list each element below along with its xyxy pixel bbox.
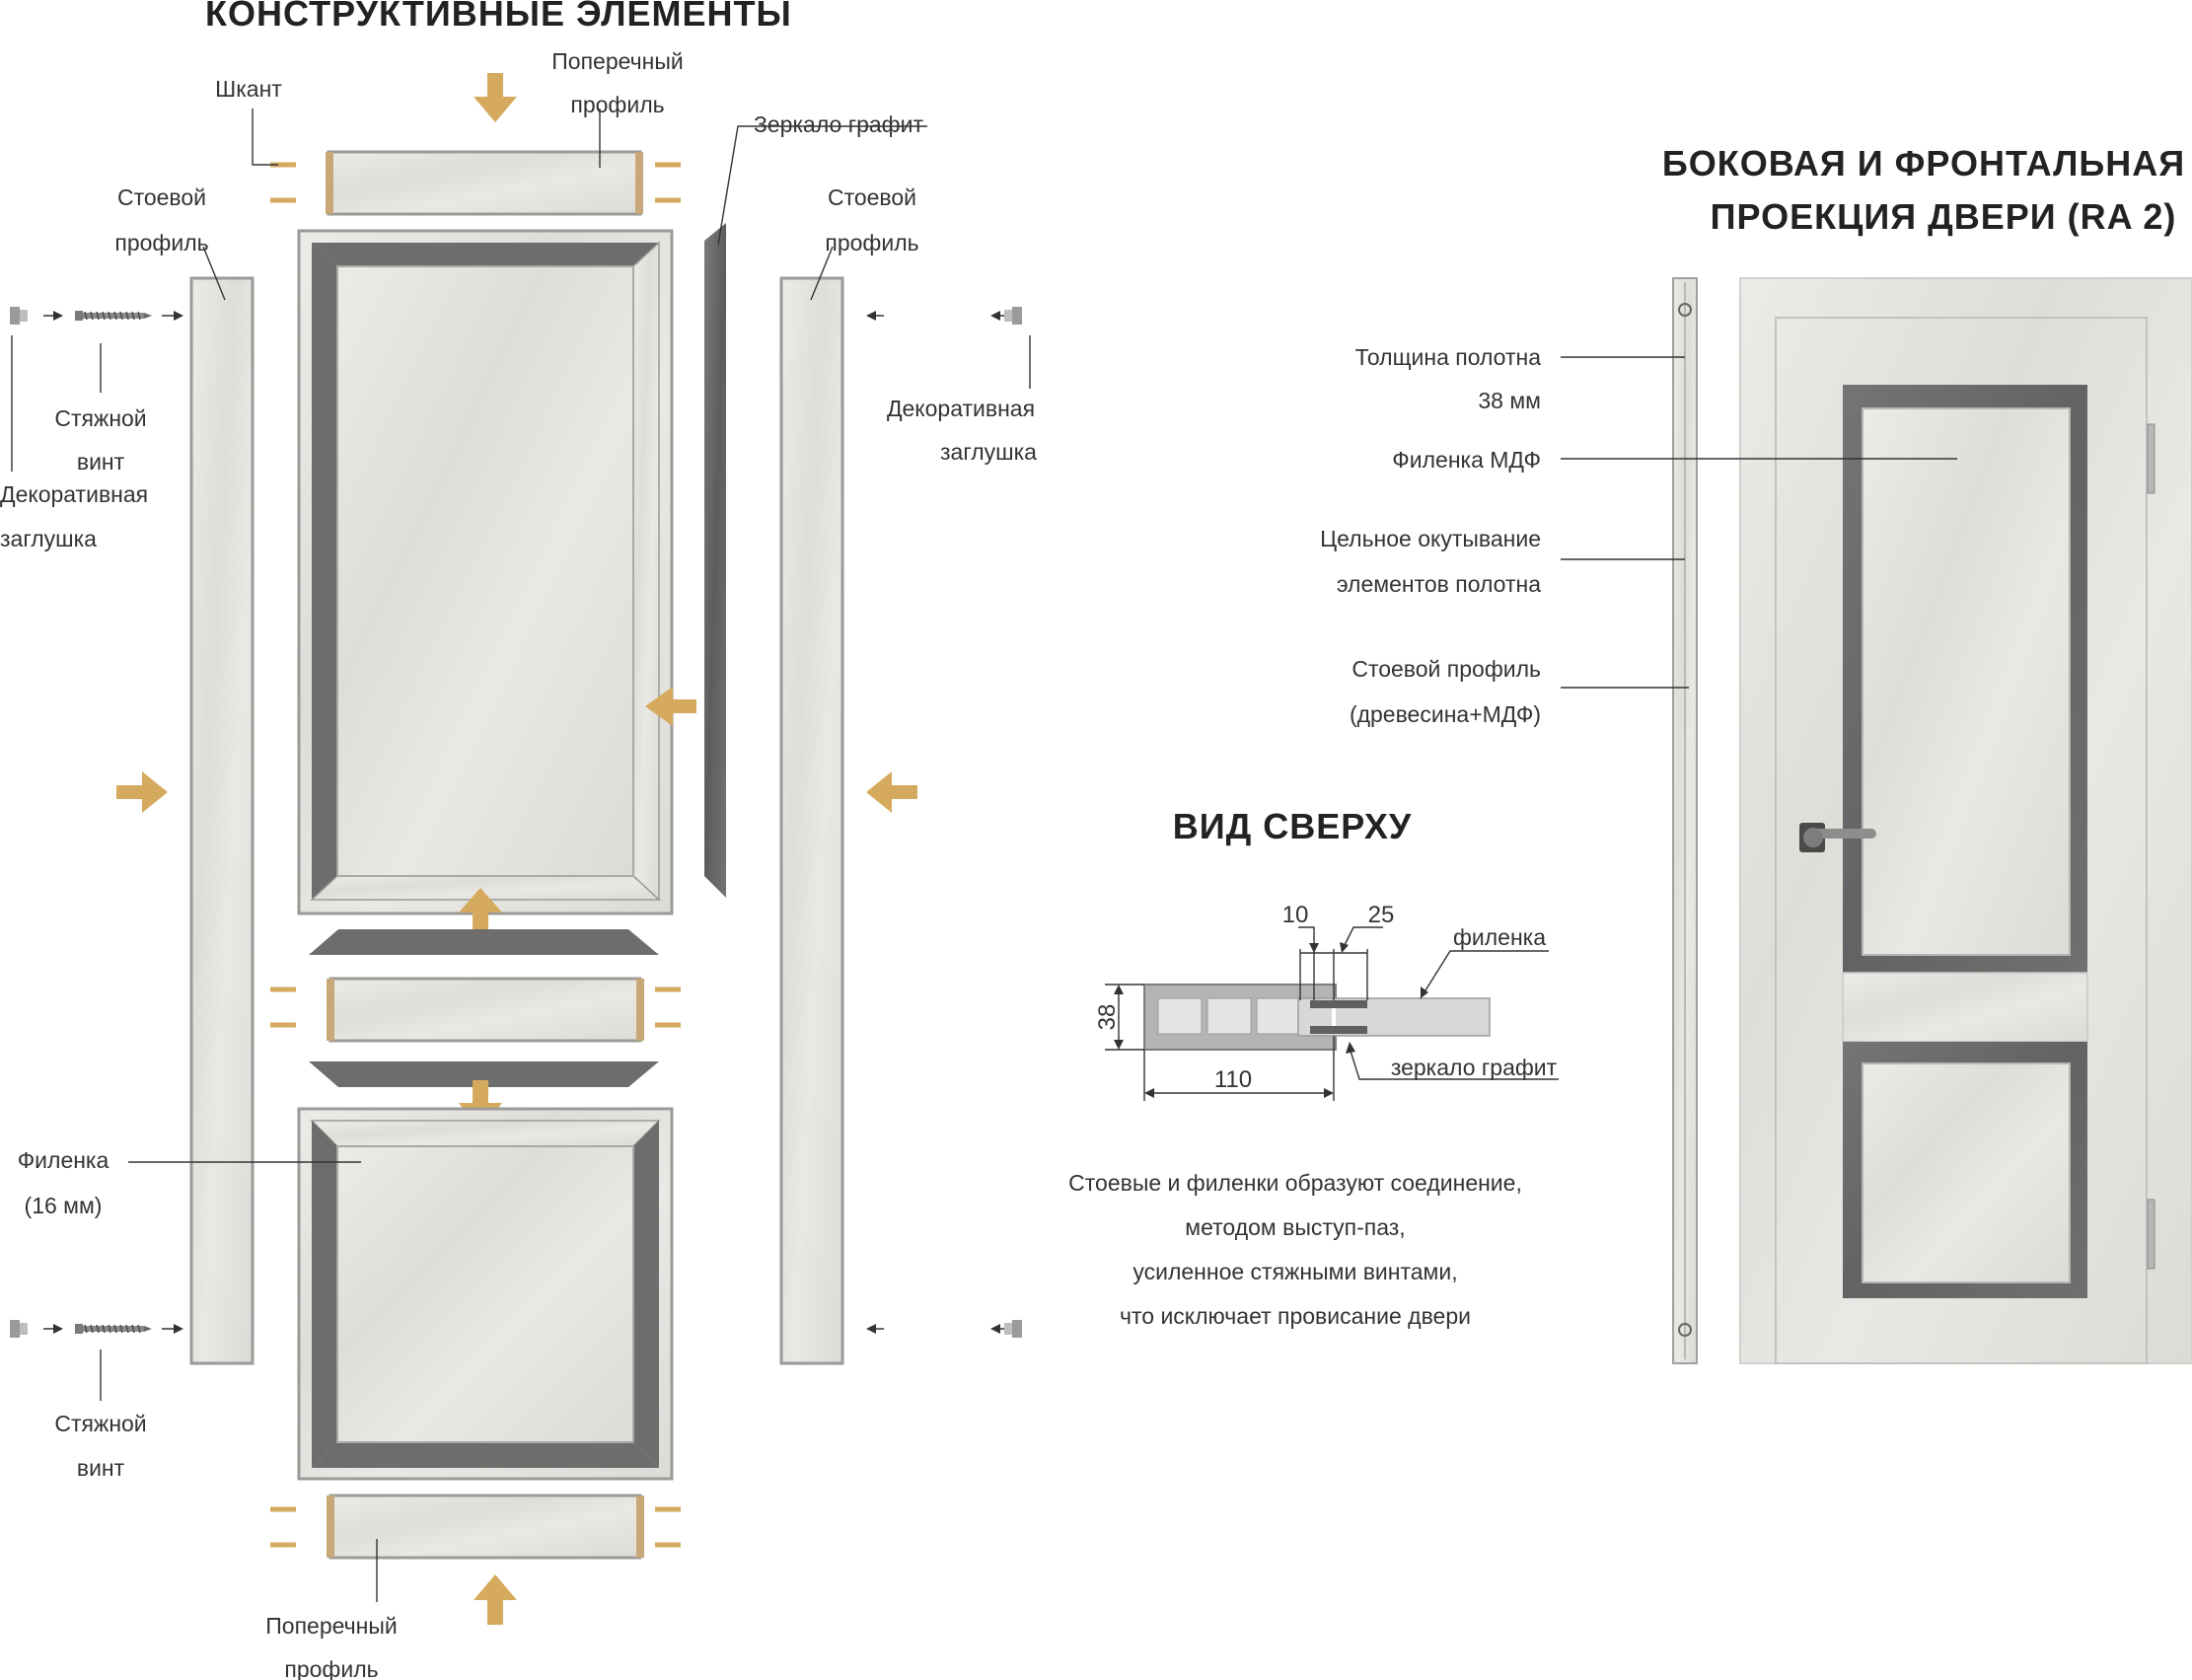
wrap-label-1: Цельное окутывание <box>1320 526 1541 551</box>
dowel-label: Шкант <box>215 76 282 102</box>
left-top-screw-assembly <box>10 307 183 325</box>
arrow-left-right-stile <box>866 771 917 813</box>
arrow-up-bottom <box>474 1574 517 1625</box>
arrow-left-mirror <box>645 687 696 726</box>
stile-right-label-1: Стоевой <box>828 184 916 210</box>
right-bottom-screw-assembly <box>866 1320 1022 1338</box>
screw-left-label-2: винт <box>77 449 125 475</box>
stile-prof-label-1: Стоевой профиль <box>1352 656 1541 682</box>
upper-mirror-trapezoid <box>309 929 659 955</box>
screw-left-label-1: Стяжной <box>54 405 146 431</box>
construction-title: КОНСТРУКТИВНЫЕ ЭЛЕМЕНТЫ <box>205 0 792 34</box>
stile-left-label-1: Стоевой <box>117 184 206 210</box>
screw-bottom-label-1: Стяжной <box>54 1411 146 1436</box>
middle-dowel-ticks <box>270 986 681 1028</box>
cross-bottom-label-2: профиль <box>284 1656 378 1680</box>
projection-title-line2: ПРОЕКЦИЯ ДВЕРИ (RA 2) <box>1711 196 2177 237</box>
dim-110: 110 <box>1214 1066 1252 1093</box>
right-top-screw-assembly <box>866 307 1022 325</box>
wrap-label-2: элементов полотна <box>1337 571 1541 597</box>
door-front-view <box>1739 277 2192 1364</box>
description-line-4: что исключает провисание двери <box>1120 1303 1471 1329</box>
top-view-title: ВИД СВЕРХУ <box>1173 806 1413 846</box>
arrow-down-top <box>474 73 517 122</box>
right-stile-profile <box>779 276 844 1365</box>
door-side-view <box>1672 277 1698 1364</box>
cross-bottom-label-1: Поперечный <box>265 1613 397 1639</box>
graphite-mirror-strip <box>704 223 726 898</box>
dim-10: 10 <box>1282 902 1309 928</box>
stile-right-label-2: профиль <box>825 230 918 256</box>
top-cross-profile <box>327 150 642 216</box>
stile-prof-label-2: (древесина+МДФ) <box>1350 701 1541 727</box>
mirror-label: Зеркало графит <box>754 111 923 137</box>
description-line-2: методом выступ-паз, <box>1185 1214 1405 1240</box>
cap-right-label-1: Декоративная <box>887 396 1035 421</box>
panel-label-2: (16 мм) <box>25 1193 103 1218</box>
left-stile-profile <box>189 276 255 1365</box>
stile-left-label-2: профиль <box>114 230 208 256</box>
cap-left-label-2: заглушка <box>0 526 97 551</box>
lower-mirror-trapezoid <box>309 1061 659 1087</box>
left-leader-lines <box>11 109 1031 1602</box>
middle-cross-profile <box>329 977 642 1043</box>
panel-label-1: Филенка <box>18 1147 110 1173</box>
description-line-1: Стоевые и филенки образуют соединение, <box>1068 1170 1522 1196</box>
cross-top-label-2: профиль <box>570 92 664 117</box>
top-cross-profile-left-end <box>326 152 333 214</box>
bottom-dowel-ticks <box>270 1506 681 1548</box>
cap-left-label-1: Декоративная <box>0 481 148 507</box>
upper-panel-frame <box>297 229 674 915</box>
top-cross-profile-right-end <box>635 152 643 214</box>
thickness-label-1: Толщина полотна <box>1355 344 1542 370</box>
arrow-down-middle <box>459 1080 502 1131</box>
description-line-3: усиленное стяжными винтами, <box>1133 1259 1457 1284</box>
dim-25: 25 <box>1368 902 1395 928</box>
mdf-panel-label: Филенка МДФ <box>1392 447 1541 473</box>
top-view-panel-label: филенка <box>1453 924 1546 950</box>
projection-title-line1: БОКОВАЯ И ФРОНТАЛЬНАЯ <box>1662 143 2185 183</box>
cross-top-label-1: Поперечный <box>551 48 683 74</box>
lower-panel-frame <box>297 1107 674 1481</box>
top-dowel-ticks <box>270 162 681 203</box>
arrow-up-middle <box>459 888 502 937</box>
dim-38: 38 <box>1094 1004 1121 1031</box>
cap-right-label-2: заглушка <box>940 439 1037 465</box>
top-view-section <box>1105 926 1559 1101</box>
screw-bottom-label-2: винт <box>77 1455 125 1481</box>
thickness-label-2: 38 мм <box>1478 388 1541 413</box>
projection-leader-lines <box>1561 356 1957 689</box>
top-view-mirror-label: зеркало графит <box>1391 1055 1558 1080</box>
left-bottom-screw-assembly <box>10 1320 183 1338</box>
arrow-right-left-stile <box>116 771 168 813</box>
